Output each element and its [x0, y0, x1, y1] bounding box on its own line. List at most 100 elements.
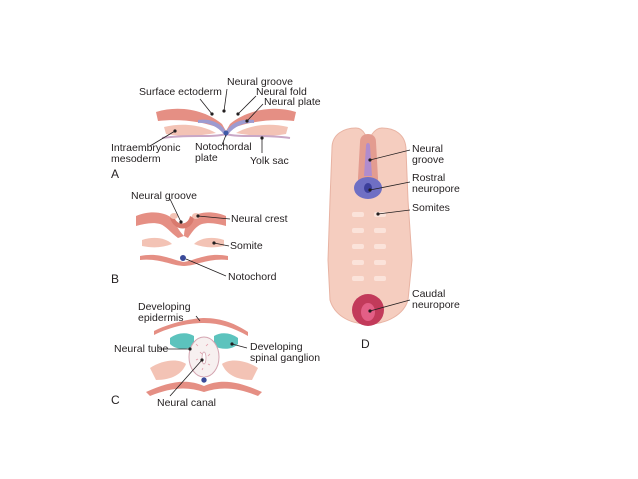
panel-c-neural-canal [201, 351, 207, 365]
label-d-rostral: Rostral [412, 172, 445, 184]
leader-d-rostral-neuropore [369, 181, 411, 191]
somite [374, 212, 386, 217]
panel-a-surface-ectoderm-left [156, 108, 226, 131]
label-b-neural-groove: Neural groove [131, 190, 197, 202]
panel-d-caudal-neuropore-inner [361, 303, 375, 321]
leader-a-neural-fold [237, 95, 257, 115]
leader-a-mesoderm [149, 130, 176, 147]
label-b-neural-crest: Neural crest [231, 213, 288, 225]
panel-c-mesoderm-right [222, 360, 258, 380]
leader-a-neural-fold-dot [236, 112, 240, 116]
leader-b-neural-crest-dot [196, 214, 200, 218]
leader-b-neural-groove-dot [179, 220, 183, 224]
panel-b-somite-left [142, 237, 172, 248]
label-c-developing-1: Developing [138, 301, 191, 313]
panel-c-mesoderm-left [150, 360, 186, 380]
panel-b-endoderm [140, 254, 228, 266]
label-d-neural: Neural [412, 143, 443, 155]
panel-c-neural-tube-texture [195, 343, 211, 371]
label-b-somite: Somite [230, 240, 263, 252]
panel-d: Neural groove Rostral neuropore Somites … [327, 127, 460, 351]
label-a-notochordal: Notochordal [195, 141, 252, 153]
leader-a-notochordal-plate [221, 134, 227, 146]
label-c-developing-2: Developing [250, 341, 303, 353]
label-a-mesoderm: mesoderm [111, 153, 161, 165]
label-c-epidermis: epidermis [138, 312, 184, 324]
leader-a-neural-plate [246, 103, 264, 122]
somite [374, 244, 386, 249]
somite [374, 228, 386, 233]
panel-a: Neural groove Surface ectoderm Neural fo… [111, 76, 321, 181]
somite [352, 260, 364, 265]
leader-a-neural-plate-dot [245, 119, 249, 123]
leader-c-neural-tube-dot [188, 347, 192, 351]
label-d-somites: Somites [412, 202, 450, 214]
panel-b-notochord [179, 254, 187, 262]
leader-b-neural-groove [169, 198, 182, 223]
label-a-neural-plate: Neural plate [264, 96, 321, 108]
label-a-neural-fold: Neural fold [256, 86, 307, 98]
panel-b-ectoderm-right [184, 212, 226, 238]
panel-d-somites [352, 212, 386, 281]
panel-a-neural-plate [198, 119, 254, 137]
panel-d-neural-groove [364, 143, 372, 176]
panel-a-mesoderm-right [236, 124, 288, 136]
label-a-intraembryonic: Intraembryonic [111, 142, 180, 154]
panel-c-epidermis [154, 318, 248, 336]
panel-b-neural-groove-floor [170, 216, 194, 229]
panel-d-rostral-neuropore-inner [364, 183, 372, 193]
leader-a-yolk-sac-dot [260, 136, 264, 140]
somite [352, 228, 364, 233]
leader-a-neural-groove [223, 88, 228, 112]
panel-a-notochordal-plate [223, 130, 229, 136]
label-d-caudal-neuropore: neuropore [412, 299, 460, 311]
panel-c-ganglion-left [170, 333, 194, 349]
leader-c-epidermis [195, 315, 201, 322]
leader-a-surface-ectoderm-dot [210, 112, 214, 116]
somite [352, 276, 364, 281]
leader-c-neural-canal [169, 359, 203, 397]
label-d-groove: groove [412, 154, 444, 166]
leader-d-somites [377, 209, 411, 215]
leader-b-neural-crest [197, 215, 231, 220]
leader-a-neural-groove-dot [222, 109, 226, 113]
panel-b-somite-right [194, 237, 224, 248]
panel-b-neural-crest-left [170, 213, 178, 219]
label-a-neural-groove: Neural groove [227, 76, 293, 88]
panel-c-endoderm [146, 381, 262, 396]
label-b-notochord: Notochord [228, 271, 277, 283]
leader-d-somites-dot [376, 212, 380, 216]
panel-a-mesoderm-left [164, 124, 216, 136]
panel-c-ganglion-right [214, 333, 238, 349]
label-d-caudal: Caudal [412, 288, 445, 300]
leader-b-somite-dot [212, 241, 216, 245]
somite [374, 276, 386, 281]
leader-d-neural-groove [369, 149, 411, 161]
leader-c-ganglion-dot [230, 342, 234, 346]
leader-d-neural-groove-dot [368, 158, 372, 162]
leader-d-caudal-neuropore-dot [368, 309, 372, 313]
label-a-yolk-sac: Yolk sac [250, 155, 289, 167]
label-c-spinal-ganglion: spinal ganglion [250, 352, 320, 364]
panel-c-notochord [200, 376, 208, 384]
leader-b-notochord [185, 258, 227, 277]
panel-b: Neural groove Neural crest Somite Notoch… [111, 190, 288, 286]
panel-a-surface-ectoderm-right [226, 108, 296, 131]
panel-letter-d: D [361, 337, 370, 351]
somite [352, 212, 364, 217]
panel-c: Developing epidermis Neural tube Develop… [111, 301, 320, 409]
leader-a-surface-ectoderm [199, 98, 213, 115]
somite [374, 260, 386, 265]
leader-d-rostral-neuropore-dot [368, 188, 372, 192]
panel-letter-a: A [111, 167, 119, 181]
label-c-neural-canal: Neural canal [157, 397, 216, 409]
panel-letter-c: C [111, 393, 120, 407]
panel-letter-b: B [111, 272, 119, 286]
label-c-neural-tube: Neural tube [114, 343, 168, 355]
label-a-plate: plate [195, 152, 218, 164]
label-d-rostral-neuropore: neuropore [412, 183, 460, 195]
leader-b-somite [213, 242, 230, 247]
somite [352, 244, 364, 249]
leader-c-ganglion [231, 343, 248, 349]
